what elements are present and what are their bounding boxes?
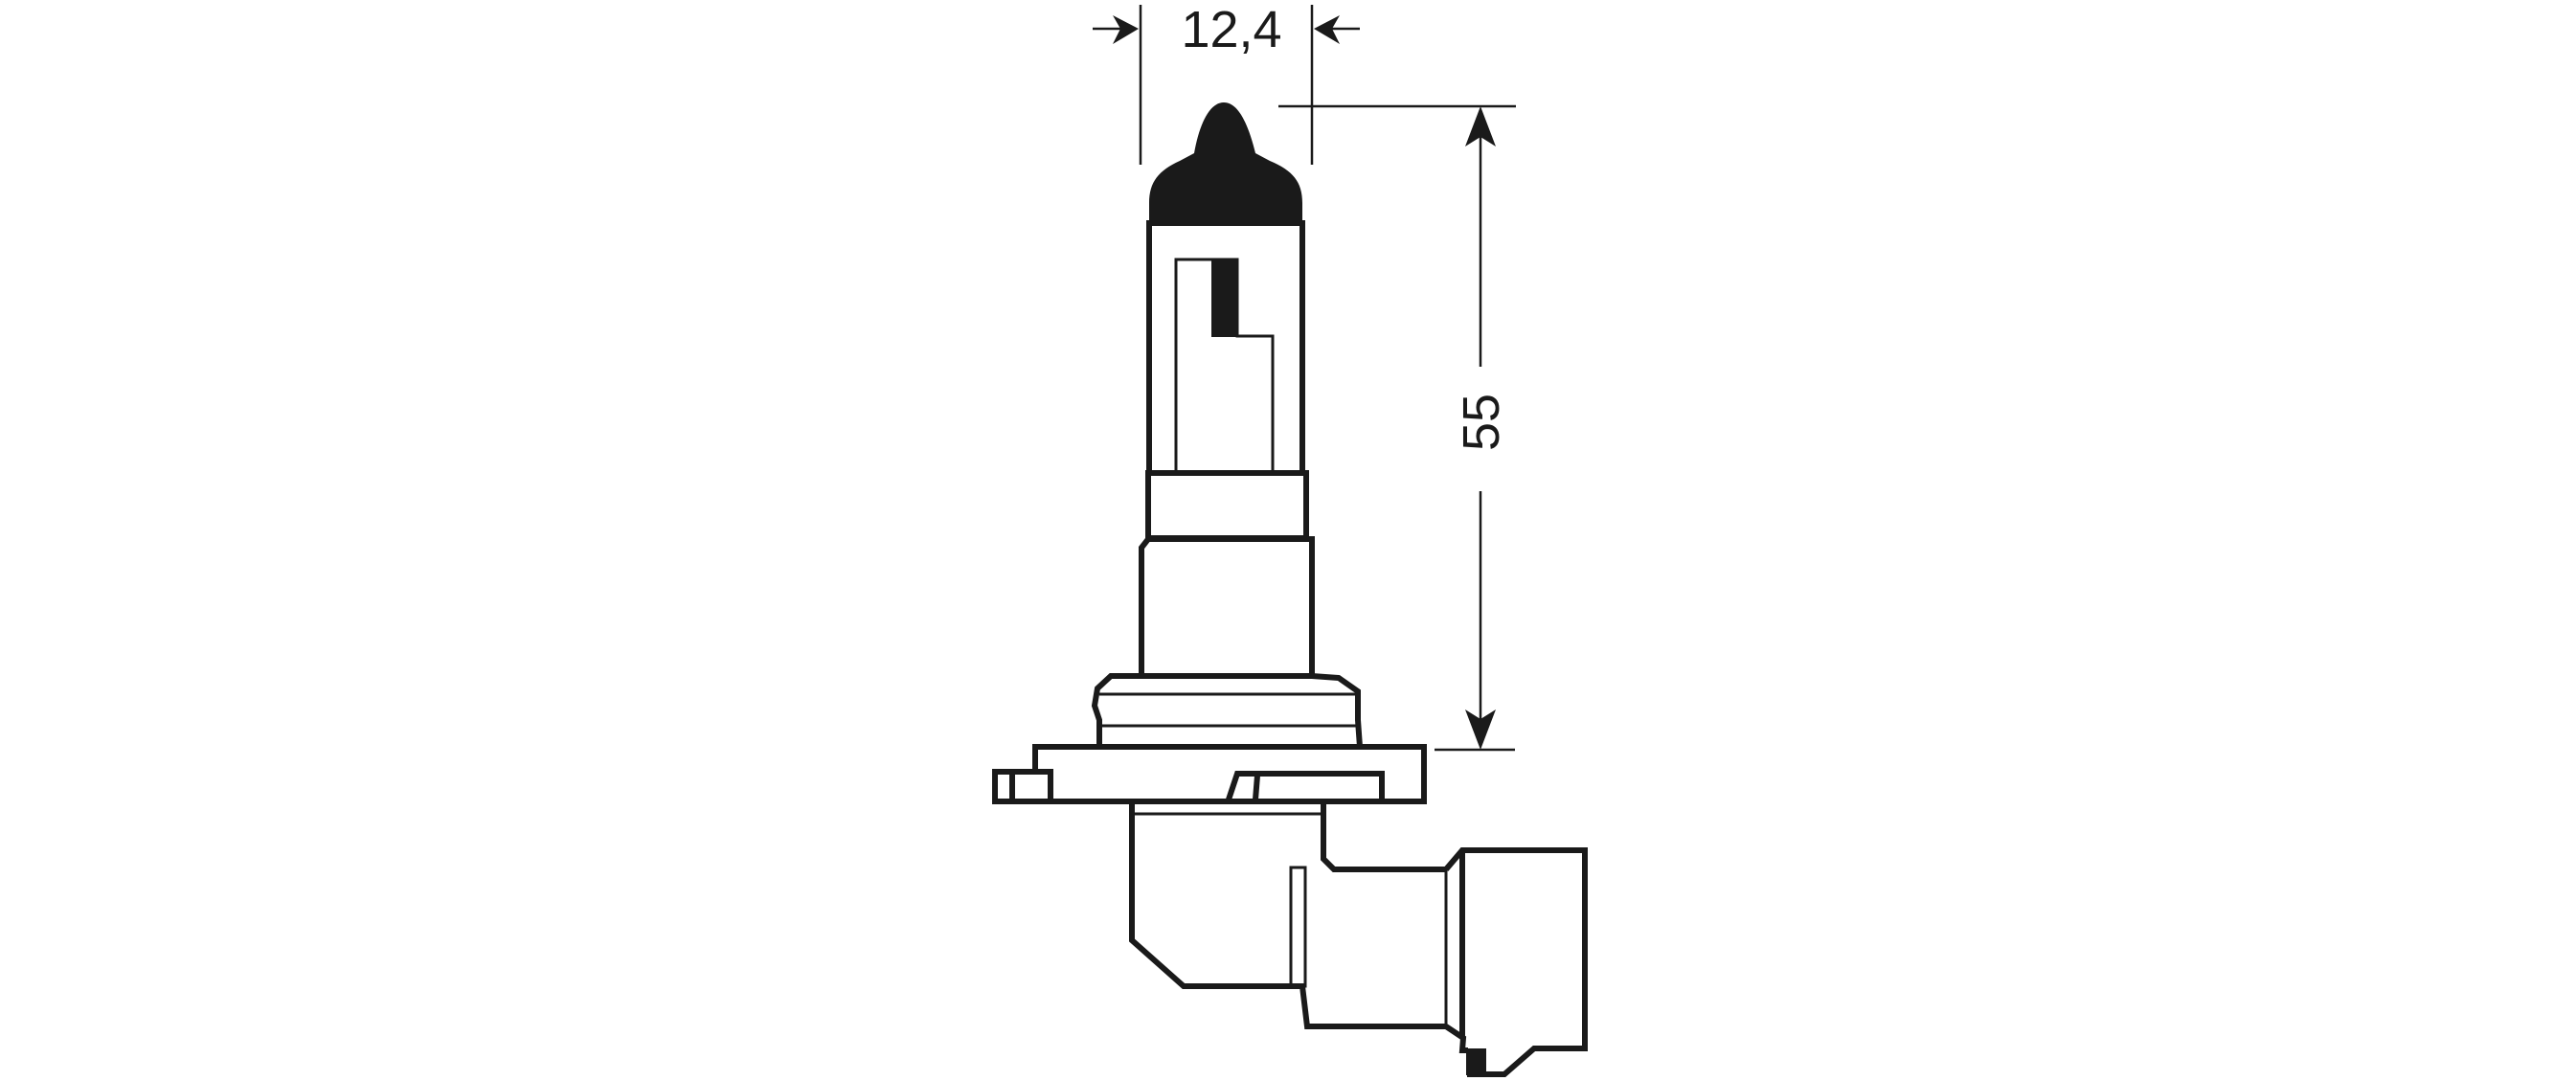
width-dimension: 12,4 <box>1093 1 1360 165</box>
housing-outline-left <box>1129 801 1446 1029</box>
height-dimension: 55 <box>1278 104 1516 752</box>
black-cap <box>1149 102 1302 226</box>
mounting-plate-outline <box>992 744 1427 804</box>
collar <box>1145 470 1309 541</box>
height-dimension-label: 55 <box>1453 394 1510 451</box>
arrow-left-icon <box>1314 15 1340 44</box>
housing <box>1129 801 1446 1029</box>
flange-outline <box>1091 673 1363 748</box>
housing-outline-right <box>1321 801 1446 872</box>
connector-lower-step <box>1444 1024 1468 1053</box>
locking-slot-divider <box>1253 775 1260 800</box>
mounting-plate <box>992 744 1427 804</box>
filament-block <box>1211 259 1237 337</box>
width-dimension-label: 12,4 <box>1181 1 1281 58</box>
arrow-down-icon <box>1465 709 1496 750</box>
glass-capsule <box>1146 102 1305 476</box>
flange <box>1091 673 1363 748</box>
connector-latch <box>1466 1048 1486 1075</box>
arrow-up-icon <box>1465 106 1496 146</box>
connector <box>1443 847 1588 1077</box>
locking-slot <box>1226 771 1385 800</box>
arrow-right-icon <box>1113 15 1139 44</box>
connector-outline <box>1443 847 1588 1077</box>
base <box>1139 536 1315 676</box>
housing-slot <box>1289 866 1307 988</box>
